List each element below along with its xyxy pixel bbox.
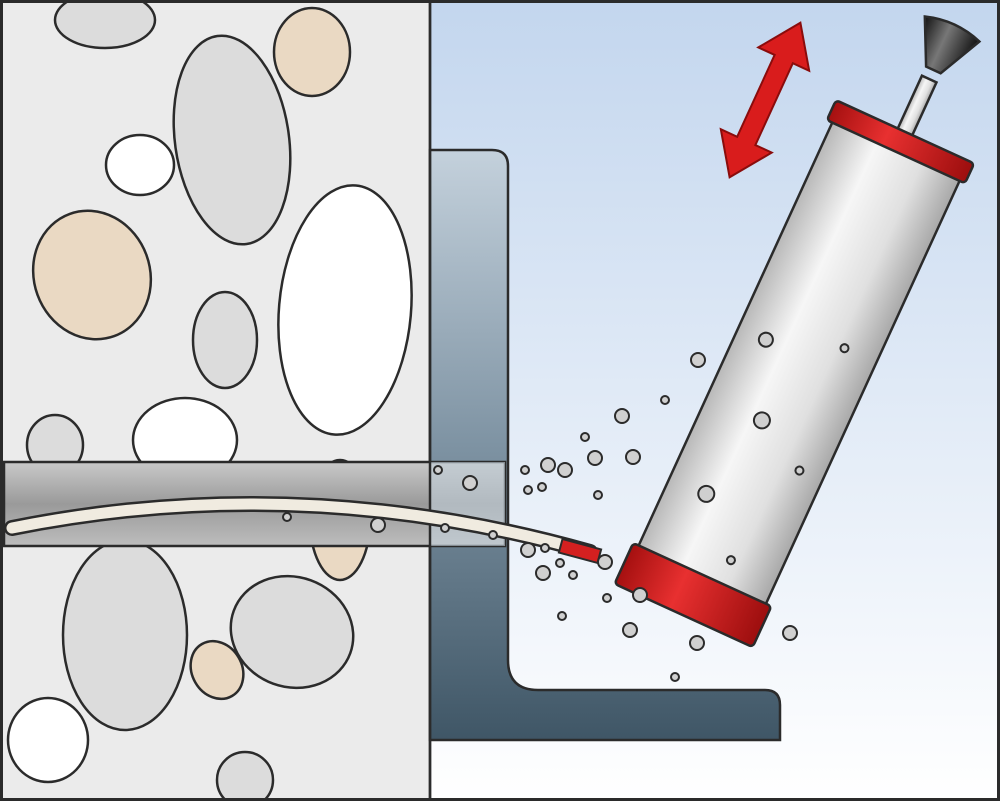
pump-handle-knob: [923, 15, 982, 75]
stone: [229, 574, 355, 690]
stone: [61, 538, 189, 732]
pump-top-cap: [826, 100, 975, 184]
stone: [277, 184, 413, 436]
stone: [104, 133, 176, 197]
stone: [53, 0, 157, 50]
stone: [6, 696, 90, 784]
steel-angle-bracket: [428, 148, 782, 742]
blow-pump: [614, 15, 982, 648]
stone: [272, 6, 352, 98]
pump-bottom-cap: [614, 542, 772, 648]
hose: [6, 498, 596, 558]
stone: [172, 34, 292, 246]
dust-particles: [282, 352, 798, 682]
pump-nozzle: [557, 537, 603, 565]
concrete-block: [0, 0, 432, 801]
stone: [31, 209, 153, 341]
up-down-motion-arrow-icon: [719, 21, 811, 179]
air-bubbles-inside: [697, 331, 850, 566]
stone: [191, 290, 259, 390]
stone: [189, 639, 245, 701]
stone: [215, 750, 275, 801]
